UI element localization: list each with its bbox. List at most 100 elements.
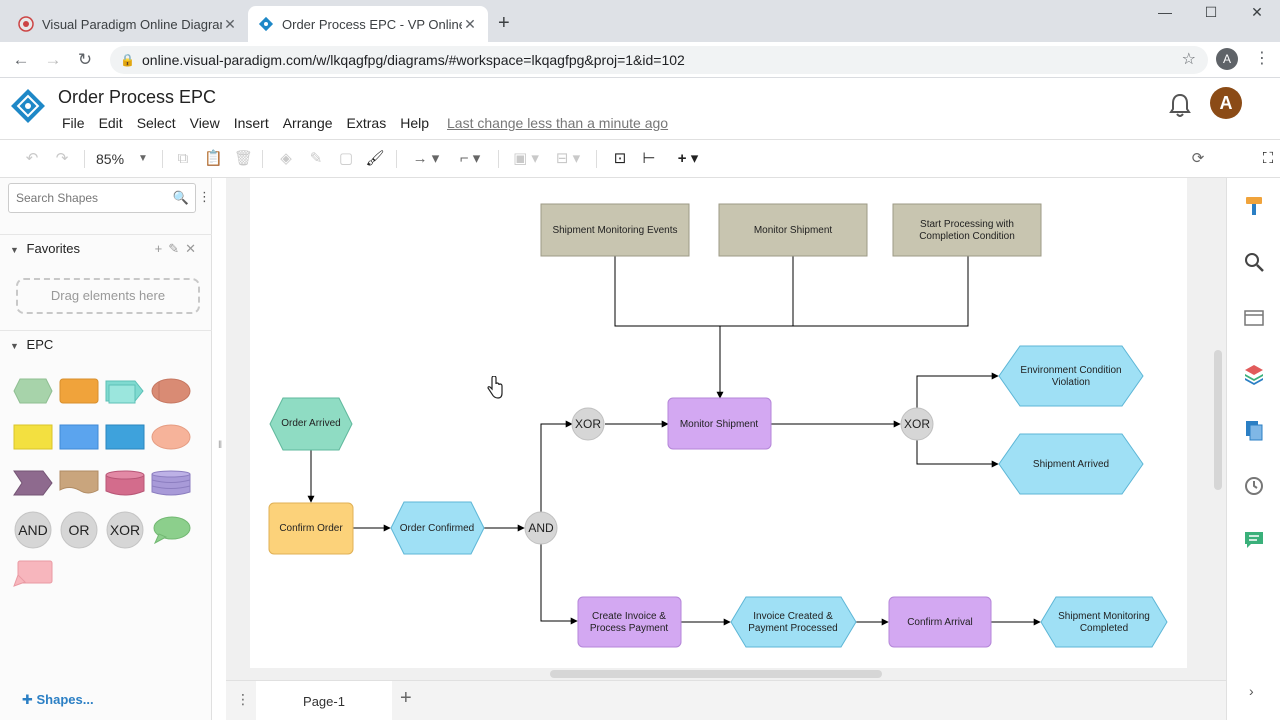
last-change-link[interactable]: Last change less than a minute ago <box>447 115 669 131</box>
xor-gate-left[interactable]: XOR <box>571 407 605 441</box>
connector-start-processing[interactable] <box>793 256 969 327</box>
comments-icon[interactable] <box>1242 528 1266 552</box>
database-shape[interactable] <box>105 470 145 496</box>
connector-and-to-xor[interactable] <box>540 420 573 512</box>
document-shape[interactable] <box>59 470 99 496</box>
minimize-icon[interactable]: — <box>1158 4 1172 20</box>
order-arrived-event[interactable]: Order Arrived <box>269 397 353 451</box>
menu-extras[interactable]: Extras <box>346 115 387 131</box>
menu-select[interactable]: Select <box>136 115 176 131</box>
start-processing-box[interactable]: Start Processing with Completion Conditi… <box>892 203 1042 257</box>
xor-operator-shape[interactable]: XOR <box>105 510 145 550</box>
connector-monitor-top[interactable] <box>720 256 794 327</box>
waypoint-style-icon[interactable]: ⌐ ▾ <box>459 150 481 167</box>
event-shape[interactable] <box>13 378 53 404</box>
application-shape[interactable] <box>13 424 53 450</box>
browser-profile-avatar[interactable]: A <box>1216 48 1238 70</box>
shadow-icon[interactable]: ▢ <box>338 150 354 167</box>
connector-xor-to-violation[interactable] <box>916 372 999 408</box>
search-icon[interactable]: 🔍 <box>172 190 189 205</box>
environment-violation-event[interactable]: Environment Condition Violation <box>998 345 1144 407</box>
role-shape[interactable] <box>151 424 191 450</box>
fit-width-icon[interactable]: ⊢ <box>642 150 656 167</box>
panel-options-icon[interactable]: ⋮ <box>198 189 211 204</box>
browser-tab-vp-online[interactable]: Visual Paradigm Online Diagrams ✕ <box>8 6 248 42</box>
zoom-level[interactable]: 85% <box>96 151 125 167</box>
or-operator-shape[interactable]: OR <box>59 510 99 550</box>
favorites-section-header[interactable]: ▼ Favorites +✎✕ <box>0 234 212 262</box>
arrange-front-icon[interactable]: ▣ ▾ <box>513 150 539 167</box>
bookmark-star-icon[interactable]: ☆ <box>1181 51 1196 68</box>
close-tab-icon[interactable]: ✕ <box>464 15 476 32</box>
menu-insert[interactable]: Insert <box>233 115 269 131</box>
connector-style-icon[interactable]: → ▾ <box>412 150 440 167</box>
favorites-tools[interactable]: +✎✕ <box>154 241 202 256</box>
comment-shape[interactable] <box>151 516 191 544</box>
vertical-scrollbar[interactable] <box>1214 350 1222 490</box>
shipment-monitoring-events-box[interactable]: Shipment Monitoring Events <box>540 203 690 257</box>
sync-icon[interactable]: ⟳ <box>1191 150 1205 167</box>
connector-events-to-monitor[interactable] <box>614 256 720 327</box>
note-shape[interactable] <box>13 560 53 588</box>
layers-icon[interactable] <box>1242 362 1266 386</box>
line-color-icon[interactable]: ✎ <box>309 150 323 167</box>
expand-rail-chevron-icon[interactable]: › <box>1249 683 1254 699</box>
forward-icon[interactable]: → <box>44 50 62 69</box>
fullscreen-icon[interactable]: ⛶ <box>1262 150 1274 167</box>
select-area-icon[interactable]: ⊡ <box>613 150 627 167</box>
user-avatar[interactable]: A <box>1210 87 1242 119</box>
reload-icon[interactable]: ↻ <box>77 50 93 69</box>
data-object-shape[interactable] <box>59 424 99 450</box>
insert-shape-icon[interactable]: + ▾ <box>677 150 699 167</box>
epc-section-header[interactable]: ▼ EPC <box>0 330 212 358</box>
back-icon[interactable]: ← <box>12 50 30 69</box>
search-diagram-icon[interactable] <box>1242 250 1266 274</box>
add-page-icon[interactable]: + <box>400 687 412 709</box>
delete-icon[interactable]: 🗑 <box>234 150 254 167</box>
format-painter-icon[interactable]: 🖌 <box>365 150 385 167</box>
redo-icon[interactable]: ↷ <box>55 150 69 167</box>
document-title[interactable]: Order Process EPC <box>58 87 217 107</box>
browser-tab-order-process[interactable]: Order Process EPC - VP Online ✕ <box>248 6 488 42</box>
database-stack-shape[interactable] <box>151 470 191 496</box>
page-tab-1[interactable]: Page-1 <box>256 681 392 721</box>
menu-help[interactable]: Help <box>400 115 430 131</box>
menu-arrange[interactable]: Arrange <box>282 115 333 131</box>
shipment-monitoring-completed-event[interactable]: Shipment Monitoring Completed <box>1040 596 1168 648</box>
create-invoice-function[interactable]: Create Invoice & Process Payment <box>577 596 682 648</box>
confirm-arrival-function[interactable]: Confirm Arrival <box>888 596 992 648</box>
shipment-arrived-event[interactable]: Shipment Arrived <box>998 433 1144 495</box>
monitor-shipment-function[interactable]: Monitor Shipment <box>667 397 772 450</box>
and-gate[interactable]: AND <box>524 511 558 545</box>
panel-splitter[interactable]: ‖ <box>218 440 223 451</box>
zoom-dropdown-icon[interactable]: ▼ <box>138 153 148 164</box>
close-window-icon[interactable]: ✕ <box>1251 4 1263 20</box>
menu-file[interactable]: File <box>62 115 85 131</box>
pages-panel-icon[interactable] <box>1242 418 1266 442</box>
fill-color-icon[interactable]: ◈ <box>280 150 292 167</box>
paste-icon[interactable]: 📋 <box>204 150 223 167</box>
search-shapes-input[interactable]: Search Shapes 🔍 <box>8 183 196 213</box>
format-panel-icon[interactable] <box>1242 194 1266 218</box>
copy-icon[interactable]: ⧉ <box>177 150 189 167</box>
history-icon[interactable] <box>1242 474 1266 498</box>
xor-gate-right[interactable]: XOR <box>900 407 934 441</box>
favorites-drop-zone[interactable]: Drag elements here <box>16 278 200 314</box>
connector-xor-to-arrived[interactable] <box>916 440 999 468</box>
process-path-shape[interactable] <box>13 470 53 496</box>
more-shapes-link[interactable]: ✚ Shapes... <box>22 692 94 707</box>
function-shape[interactable] <box>59 378 99 404</box>
new-tab-icon[interactable]: + <box>498 12 510 34</box>
browser-menu-icon[interactable]: ⋮ <box>1254 50 1270 67</box>
undo-icon[interactable]: ↶ <box>25 150 39 167</box>
horizontal-scrollbar[interactable] <box>550 670 882 678</box>
system-shape[interactable] <box>105 424 145 450</box>
order-confirmed-event[interactable]: Order Confirmed <box>390 501 485 555</box>
menu-edit[interactable]: Edit <box>98 115 123 131</box>
invoice-created-event[interactable]: Invoice Created & Payment Processed <box>730 596 857 648</box>
outline-panel-icon[interactable] <box>1242 306 1266 330</box>
page-options-icon[interactable]: ⋮ <box>236 691 250 707</box>
connector-and-to-invoice[interactable] <box>540 544 578 625</box>
address-bar[interactable]: 🔒 online.visual-paradigm.com/w/lkqagfpg/… <box>110 46 1208 74</box>
confirm-order-function[interactable]: Confirm Order <box>268 502 354 555</box>
